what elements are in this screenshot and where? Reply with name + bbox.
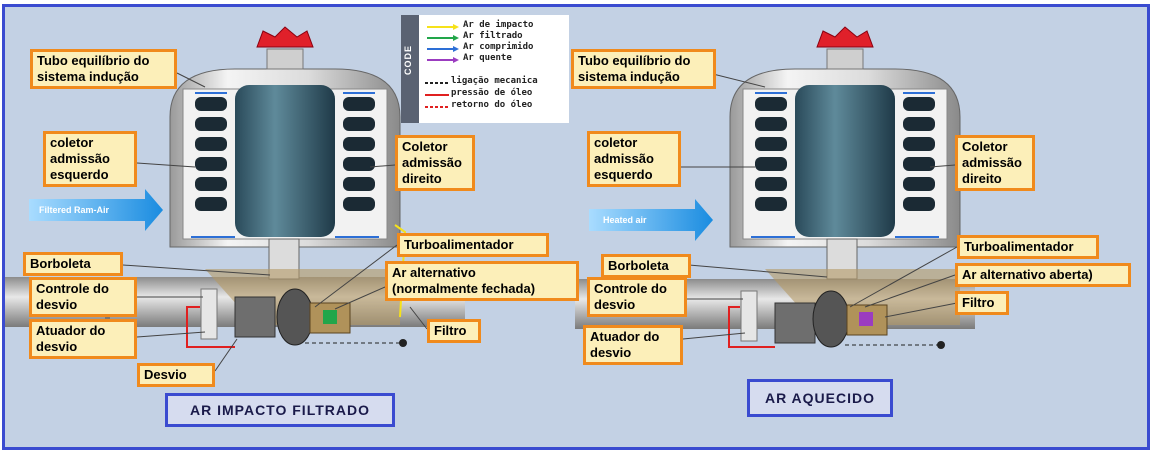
left-arrow-label: Filtered Ram-Air (39, 205, 110, 215)
left-label-tubo: Tubo equilíbrio do sistema indução (30, 49, 177, 89)
legend-code-strip (401, 15, 419, 123)
right-label-borboleta: Borboleta (601, 254, 691, 278)
legend-line-2: retorno do óleo (451, 100, 533, 110)
color-code-legend: CODE Ar de impacto Ar filtrado Ar compri… (401, 15, 569, 123)
left-label-ar-alternativo: Ar alternativo (normalmente fechada) (385, 261, 579, 301)
right-label-coletor-dir: Coletor admissão direito (955, 135, 1035, 191)
right-label-controle: Controle do desvio (587, 277, 687, 317)
legend-item-2: Ar comprimido (463, 42, 534, 52)
left-label-coletor-dir: Coletor admissão direito (395, 135, 475, 191)
right-label-filtro: Filtro (955, 291, 1009, 315)
right-label-turbo: Turboalimentador (957, 235, 1099, 259)
legend-line-1: pressão de óleo (451, 88, 533, 98)
right-label-ar-alternativo: Ar alternativo aberta) (955, 263, 1131, 287)
legend-item-0: Ar de impacto (463, 20, 534, 30)
right-label-tubo: Tubo equilíbrio do sistema indução (571, 49, 716, 89)
right-arrow-label: Heated air (603, 215, 647, 225)
legend-line-0: ligação mecanica (451, 76, 538, 86)
right-label-atuador: Atuador do desvio (583, 325, 683, 365)
left-label-desvio: Desvio (137, 363, 215, 387)
left-label-filtro: Filtro (427, 319, 481, 343)
right-mode-title: AR AQUECIDO (747, 379, 893, 417)
left-mode-title: AR IMPACTO FILTRADO (165, 393, 395, 427)
left-label-controle: Controle do desvio (29, 277, 137, 317)
left-label-atuador: Atuador do desvio (29, 319, 137, 359)
legend-item-1: Ar filtrado (463, 31, 523, 41)
engine-illustrations (5, 26, 975, 372)
legend-swatches (425, 24, 459, 108)
leader-lines (122, 72, 958, 372)
right-engine (575, 26, 975, 349)
left-label-turbo: Turboalimentador (397, 233, 549, 257)
diagram-frame: CODE Ar de impacto Ar filtrado Ar compri… (2, 4, 1150, 450)
legend-item-3: Ar quente (463, 53, 512, 63)
right-label-coletor-esq: coletor admissão esquerdo (587, 131, 681, 187)
left-label-coletor-esq: coletor admissão esquerdo (43, 131, 137, 187)
left-label-borboleta: Borboleta (23, 252, 123, 276)
